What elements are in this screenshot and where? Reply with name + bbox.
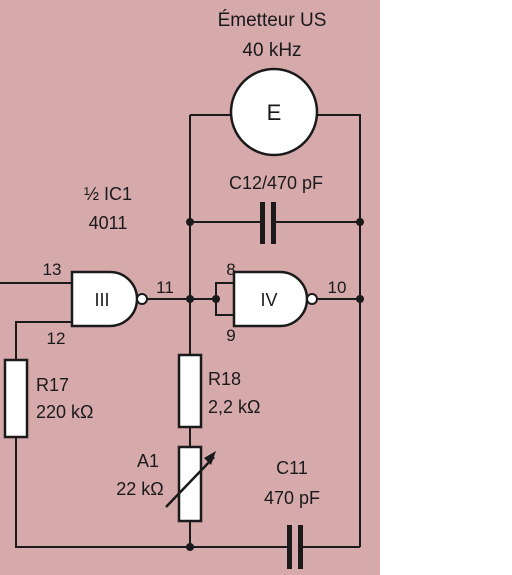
nand-gate-iii: III — [70, 270, 148, 328]
schematic-panel: E Émetteur US 40 kHz C12/470 pF ½ IC1 40… — [0, 0, 380, 575]
r17-name: R17 — [36, 375, 69, 395]
transmitter-frequency: 40 kHz — [242, 40, 301, 61]
nand-gate-iv: IV — [232, 270, 318, 328]
capacitor-c11 — [287, 525, 303, 569]
gate-iv-pin-9: 9 — [226, 326, 235, 345]
gate-iii-pin-13: 13 — [43, 260, 62, 279]
transmitter-title: Émetteur US — [218, 10, 327, 31]
gate-iii-pin-12: 12 — [47, 329, 66, 348]
potentiometer-a1 — [165, 445, 216, 523]
gate-iii-label: III — [94, 290, 109, 310]
gate-iv-pin-8: 8 — [226, 260, 235, 279]
gate-iv-pin-10: 10 — [328, 278, 347, 297]
r18-name: R18 — [208, 369, 241, 389]
c12-label: C12/470 pF — [229, 173, 323, 193]
transmitter-symbol: E — [267, 100, 282, 125]
c11-name: C11 — [276, 458, 308, 478]
gate-iii-pin-11: 11 — [156, 278, 174, 297]
ic-name: ½ IC1 — [84, 184, 132, 204]
ultrasonic-transmitter: E — [229, 67, 319, 157]
ic-part: 4011 — [89, 213, 128, 233]
a1-name: A1 — [137, 451, 159, 471]
wires — [0, 114, 361, 548]
gate-iv-label: IV — [260, 290, 277, 310]
resistor-r18 — [177, 353, 203, 429]
r17-value: 220 kΩ — [36, 402, 94, 422]
c11-value: 470 pF — [264, 488, 320, 508]
circuit-schematic: E Émetteur US 40 kHz C12/470 pF ½ IC1 40… — [0, 10, 364, 569]
capacitor-c12 — [260, 202, 276, 244]
r18-value: 2,2 kΩ — [208, 397, 260, 417]
a1-value: 22 kΩ — [116, 479, 163, 499]
junctions — [186, 218, 364, 551]
resistor-r17 — [3, 358, 29, 439]
